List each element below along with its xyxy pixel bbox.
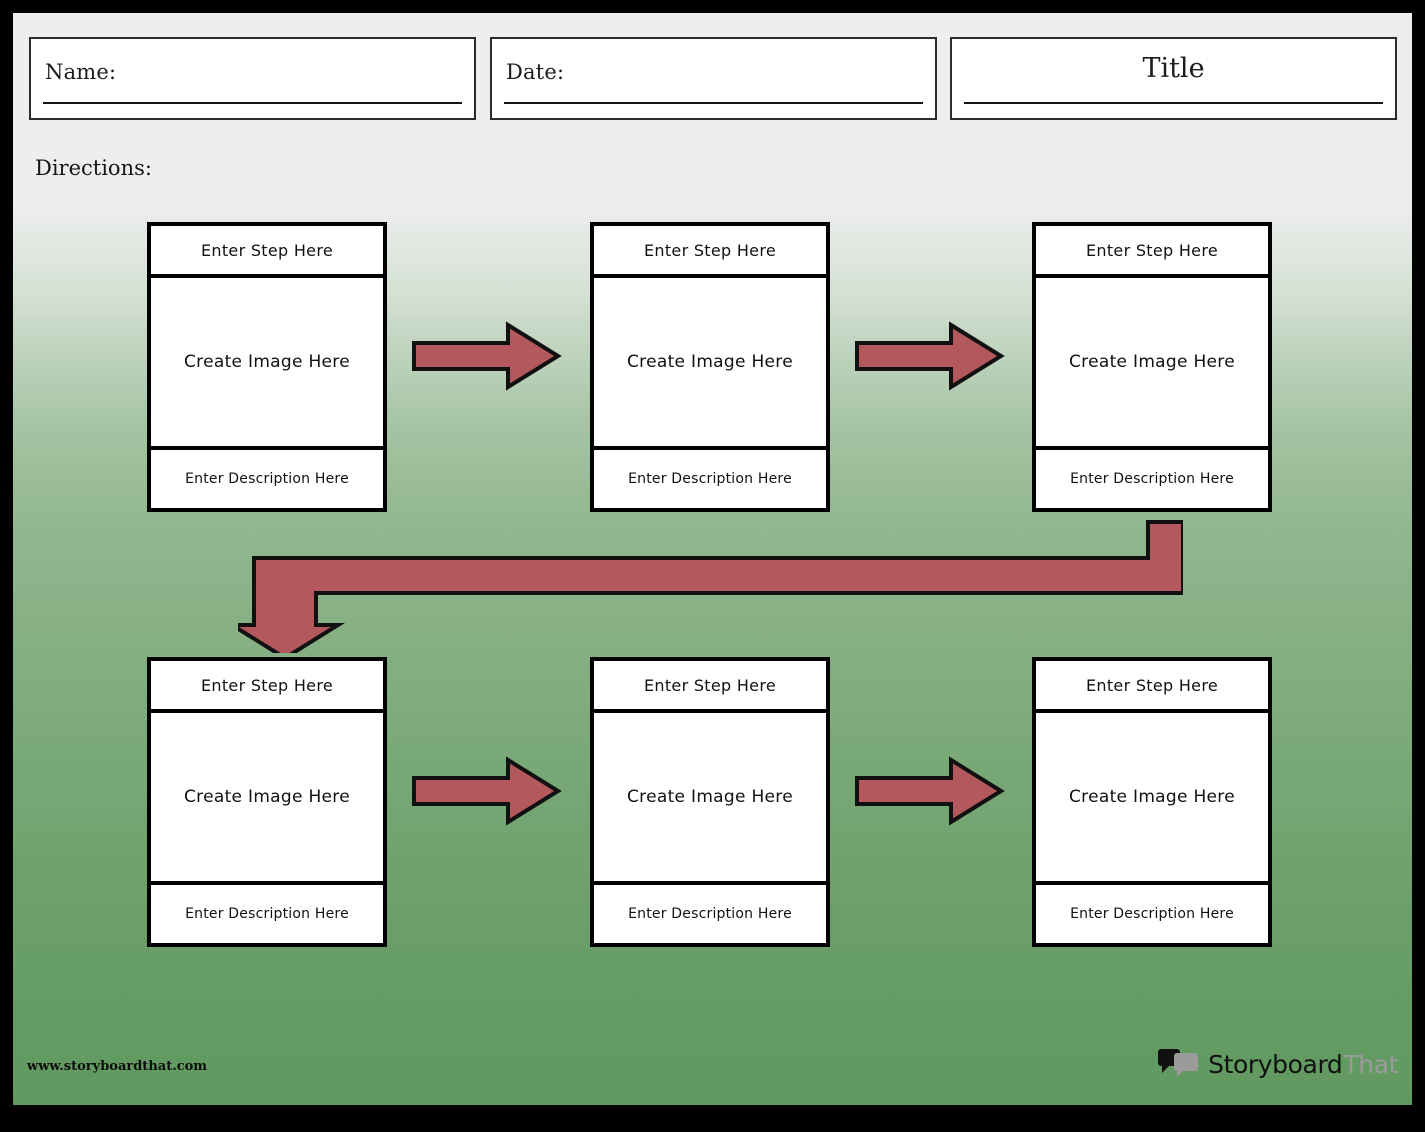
step-card-1[interactable]: Enter Step Here Create Image Here Enter … xyxy=(147,222,387,512)
date-field-label: Date: xyxy=(506,60,565,84)
logo-word-storyboard: Storyboard xyxy=(1208,1049,1343,1079)
site-url-text: www.storyboardthat.com xyxy=(27,1059,208,1074)
step-title-3[interactable]: Enter Step Here xyxy=(1036,226,1268,278)
arrow-right-icon xyxy=(408,320,563,392)
step-card-6[interactable]: Enter Step Here Create Image Here Enter … xyxy=(1032,657,1272,947)
step-title-6[interactable]: Enter Step Here xyxy=(1036,661,1268,713)
storyboardthat-logo: Storyboard That xyxy=(1157,1046,1398,1082)
directions-label: Directions: xyxy=(35,156,152,180)
step-image-slot-5[interactable]: Create Image Here xyxy=(594,713,826,885)
step-image-slot-3[interactable]: Create Image Here xyxy=(1036,278,1268,450)
worksheet-page: Name: Date: Title Directions: Enter Step… xyxy=(13,13,1412,1105)
name-field-label: Name: xyxy=(45,60,117,84)
step-image-slot-4[interactable]: Create Image Here xyxy=(151,713,383,885)
title-field[interactable]: Title xyxy=(950,37,1397,120)
step-title-4[interactable]: Enter Step Here xyxy=(151,661,383,713)
name-write-line xyxy=(43,102,462,104)
name-field[interactable]: Name: xyxy=(29,37,476,120)
step-description-4[interactable]: Enter Description Here xyxy=(185,906,349,922)
step-description-2[interactable]: Enter Description Here xyxy=(628,471,792,487)
step-card-4[interactable]: Enter Step Here Create Image Here Enter … xyxy=(147,657,387,947)
step-card-3[interactable]: Enter Step Here Create Image Here Enter … xyxy=(1032,222,1272,512)
step-title-1[interactable]: Enter Step Here xyxy=(151,226,383,278)
arrow-right-icon xyxy=(851,755,1006,827)
worksheet-content: Name: Date: Title Directions: Enter Step… xyxy=(13,13,1412,1105)
speech-bubbles-icon xyxy=(1157,1049,1199,1079)
arrow-right-icon xyxy=(851,320,1006,392)
arrow-right-icon xyxy=(408,755,563,827)
step-image-slot-2[interactable]: Create Image Here xyxy=(594,278,826,450)
step-card-5[interactable]: Enter Step Here Create Image Here Enter … xyxy=(590,657,830,947)
logo-word-that: That xyxy=(1343,1049,1398,1079)
step-description-1[interactable]: Enter Description Here xyxy=(185,471,349,487)
step-description-3[interactable]: Enter Description Here xyxy=(1070,471,1234,487)
step-image-slot-1[interactable]: Create Image Here xyxy=(151,278,383,450)
step-card-2[interactable]: Enter Step Here Create Image Here Enter … xyxy=(590,222,830,512)
step-image-slot-6[interactable]: Create Image Here xyxy=(1036,713,1268,885)
step-description-6[interactable]: Enter Description Here xyxy=(1070,906,1234,922)
date-write-line xyxy=(504,102,923,104)
title-field-label: Title xyxy=(1142,53,1205,84)
date-field[interactable]: Date: xyxy=(490,37,937,120)
title-write-line xyxy=(964,102,1383,104)
arrow-wrap-down-left-icon xyxy=(238,508,1183,653)
step-description-5[interactable]: Enter Description Here xyxy=(628,906,792,922)
step-title-5[interactable]: Enter Step Here xyxy=(594,661,826,713)
step-title-2[interactable]: Enter Step Here xyxy=(594,226,826,278)
